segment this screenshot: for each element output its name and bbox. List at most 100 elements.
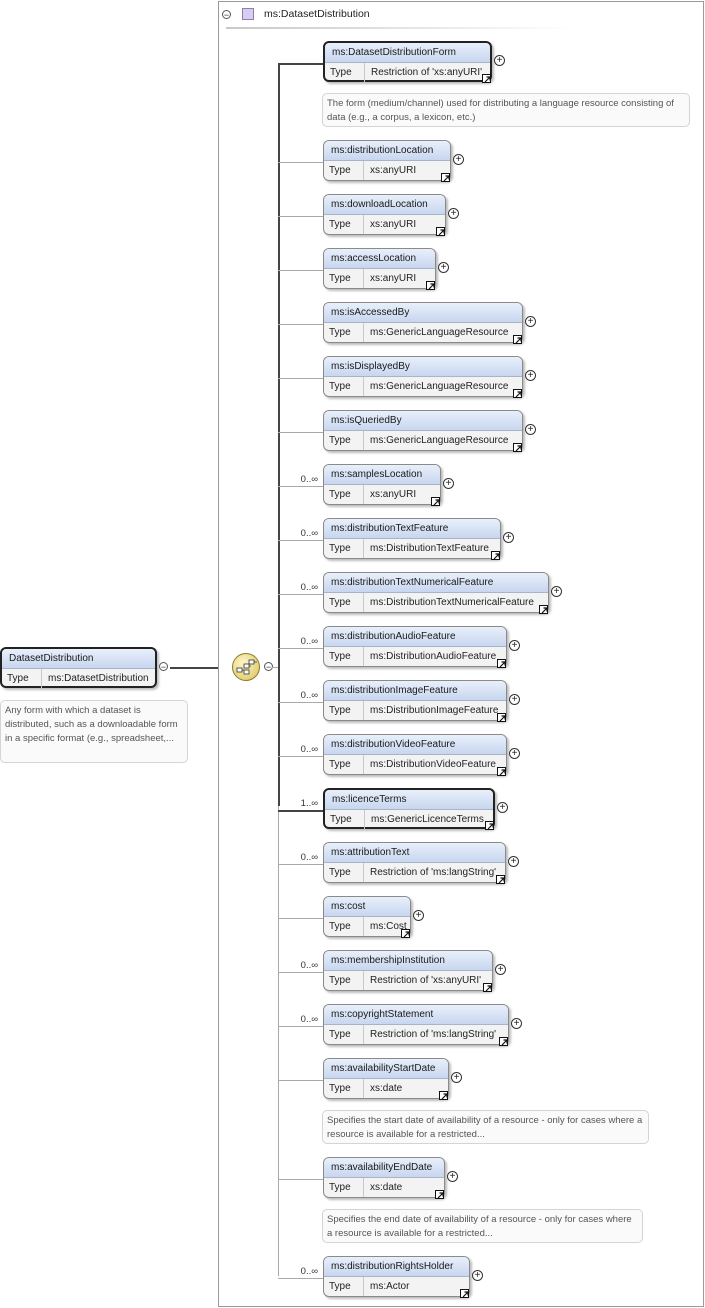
expand-icon[interactable]: + — [551, 586, 562, 597]
type-label: Type — [324, 431, 364, 450]
expand-icon[interactable]: + — [443, 478, 454, 489]
expand-icon[interactable]: + — [509, 640, 520, 651]
frame-title: ms:DatasetDistribution — [264, 8, 370, 20]
type-reference-icon[interactable] — [513, 335, 522, 344]
sequence-compositor-icon[interactable] — [232, 653, 260, 681]
expand-icon[interactable]: + — [511, 1018, 522, 1029]
type-reference-icon[interactable] — [460, 1289, 469, 1298]
child-connector — [278, 864, 323, 865]
type-label: Type — [325, 810, 365, 829]
type-reference-icon[interactable] — [491, 551, 500, 560]
type-reference-icon[interactable] — [485, 821, 494, 830]
type-reference-icon[interactable] — [497, 767, 506, 776]
type-value: xs:date — [370, 1182, 403, 1193]
type-reference-icon[interactable] — [483, 983, 492, 992]
type-reference-icon[interactable] — [497, 713, 506, 722]
type-value: ms:Cost — [370, 921, 407, 932]
child-connector — [278, 918, 323, 919]
element-name: ms:DatasetDistributionForm — [325, 43, 490, 63]
root-collapse-icon[interactable]: − — [159, 662, 168, 672]
root-element-type-row: Type ms:DatasetDistribution — [2, 669, 155, 688]
type-reference-icon[interactable] — [497, 659, 506, 668]
type-label: Type — [324, 215, 364, 234]
type-reference-icon[interactable] — [496, 875, 505, 884]
type-reference-icon[interactable] — [401, 929, 410, 938]
type-value: ms:Actor — [370, 1281, 410, 1292]
root-type-label: Type — [2, 669, 42, 688]
element-name: ms:availabilityEndDate — [324, 1158, 444, 1178]
type-reference-icon[interactable] — [435, 1190, 444, 1199]
type-label: Type — [324, 1277, 364, 1296]
expand-icon[interactable]: + — [472, 1270, 483, 1281]
expand-icon[interactable]: + — [447, 1171, 458, 1182]
child-connector — [278, 972, 323, 973]
type-reference-icon[interactable] — [513, 443, 522, 452]
expand-icon[interactable]: + — [494, 55, 505, 66]
expand-icon[interactable]: + — [525, 316, 536, 327]
expand-icon[interactable]: + — [495, 964, 506, 975]
type-reference-icon[interactable] — [513, 389, 522, 398]
expand-icon[interactable]: + — [451, 1072, 462, 1083]
expand-icon[interactable]: + — [438, 262, 449, 273]
type-reference-icon[interactable] — [441, 173, 450, 182]
sequence-collapse-icon[interactable]: − — [264, 662, 273, 672]
expand-icon[interactable]: + — [508, 856, 519, 867]
root-type-value: ms:DatasetDistribution — [48, 673, 149, 684]
expand-icon[interactable]: + — [525, 370, 536, 381]
type-label: Type — [324, 377, 364, 396]
expand-icon[interactable]: + — [448, 208, 459, 219]
frame-collapse-icon[interactable]: − — [222, 10, 231, 20]
type-reference-icon[interactable] — [539, 605, 548, 614]
type-reference-icon[interactable] — [436, 227, 445, 236]
child-connector — [278, 810, 323, 812]
expand-icon[interactable]: + — [413, 910, 424, 921]
expand-icon[interactable]: + — [503, 532, 514, 543]
expand-icon[interactable]: + — [453, 154, 464, 165]
type-reference-icon[interactable] — [431, 497, 440, 506]
type-label: Type — [324, 593, 364, 612]
type-reference-icon[interactable] — [482, 74, 491, 83]
expand-icon[interactable]: + — [509, 694, 520, 705]
expand-icon[interactable]: + — [509, 748, 520, 759]
type-reference-icon[interactable] — [439, 1091, 448, 1100]
type-reference-icon[interactable] — [426, 281, 435, 290]
element-name: ms:distributionImageFeature — [324, 681, 506, 701]
child-connector — [278, 270, 323, 271]
element-annotation: Specifies the end date of availability o… — [322, 1209, 643, 1243]
expand-icon[interactable]: + — [525, 424, 536, 435]
element-name: ms:distributionRightsHolder — [324, 1257, 469, 1277]
element-name: ms:isQueriedBy — [324, 411, 522, 431]
type-label: Type — [324, 485, 364, 504]
type-reference-icon[interactable] — [499, 1037, 508, 1046]
expand-icon[interactable]: + — [497, 802, 508, 813]
type-value: ms:GenericLicenceTerms — [371, 814, 484, 825]
type-label: Type — [324, 1079, 364, 1098]
